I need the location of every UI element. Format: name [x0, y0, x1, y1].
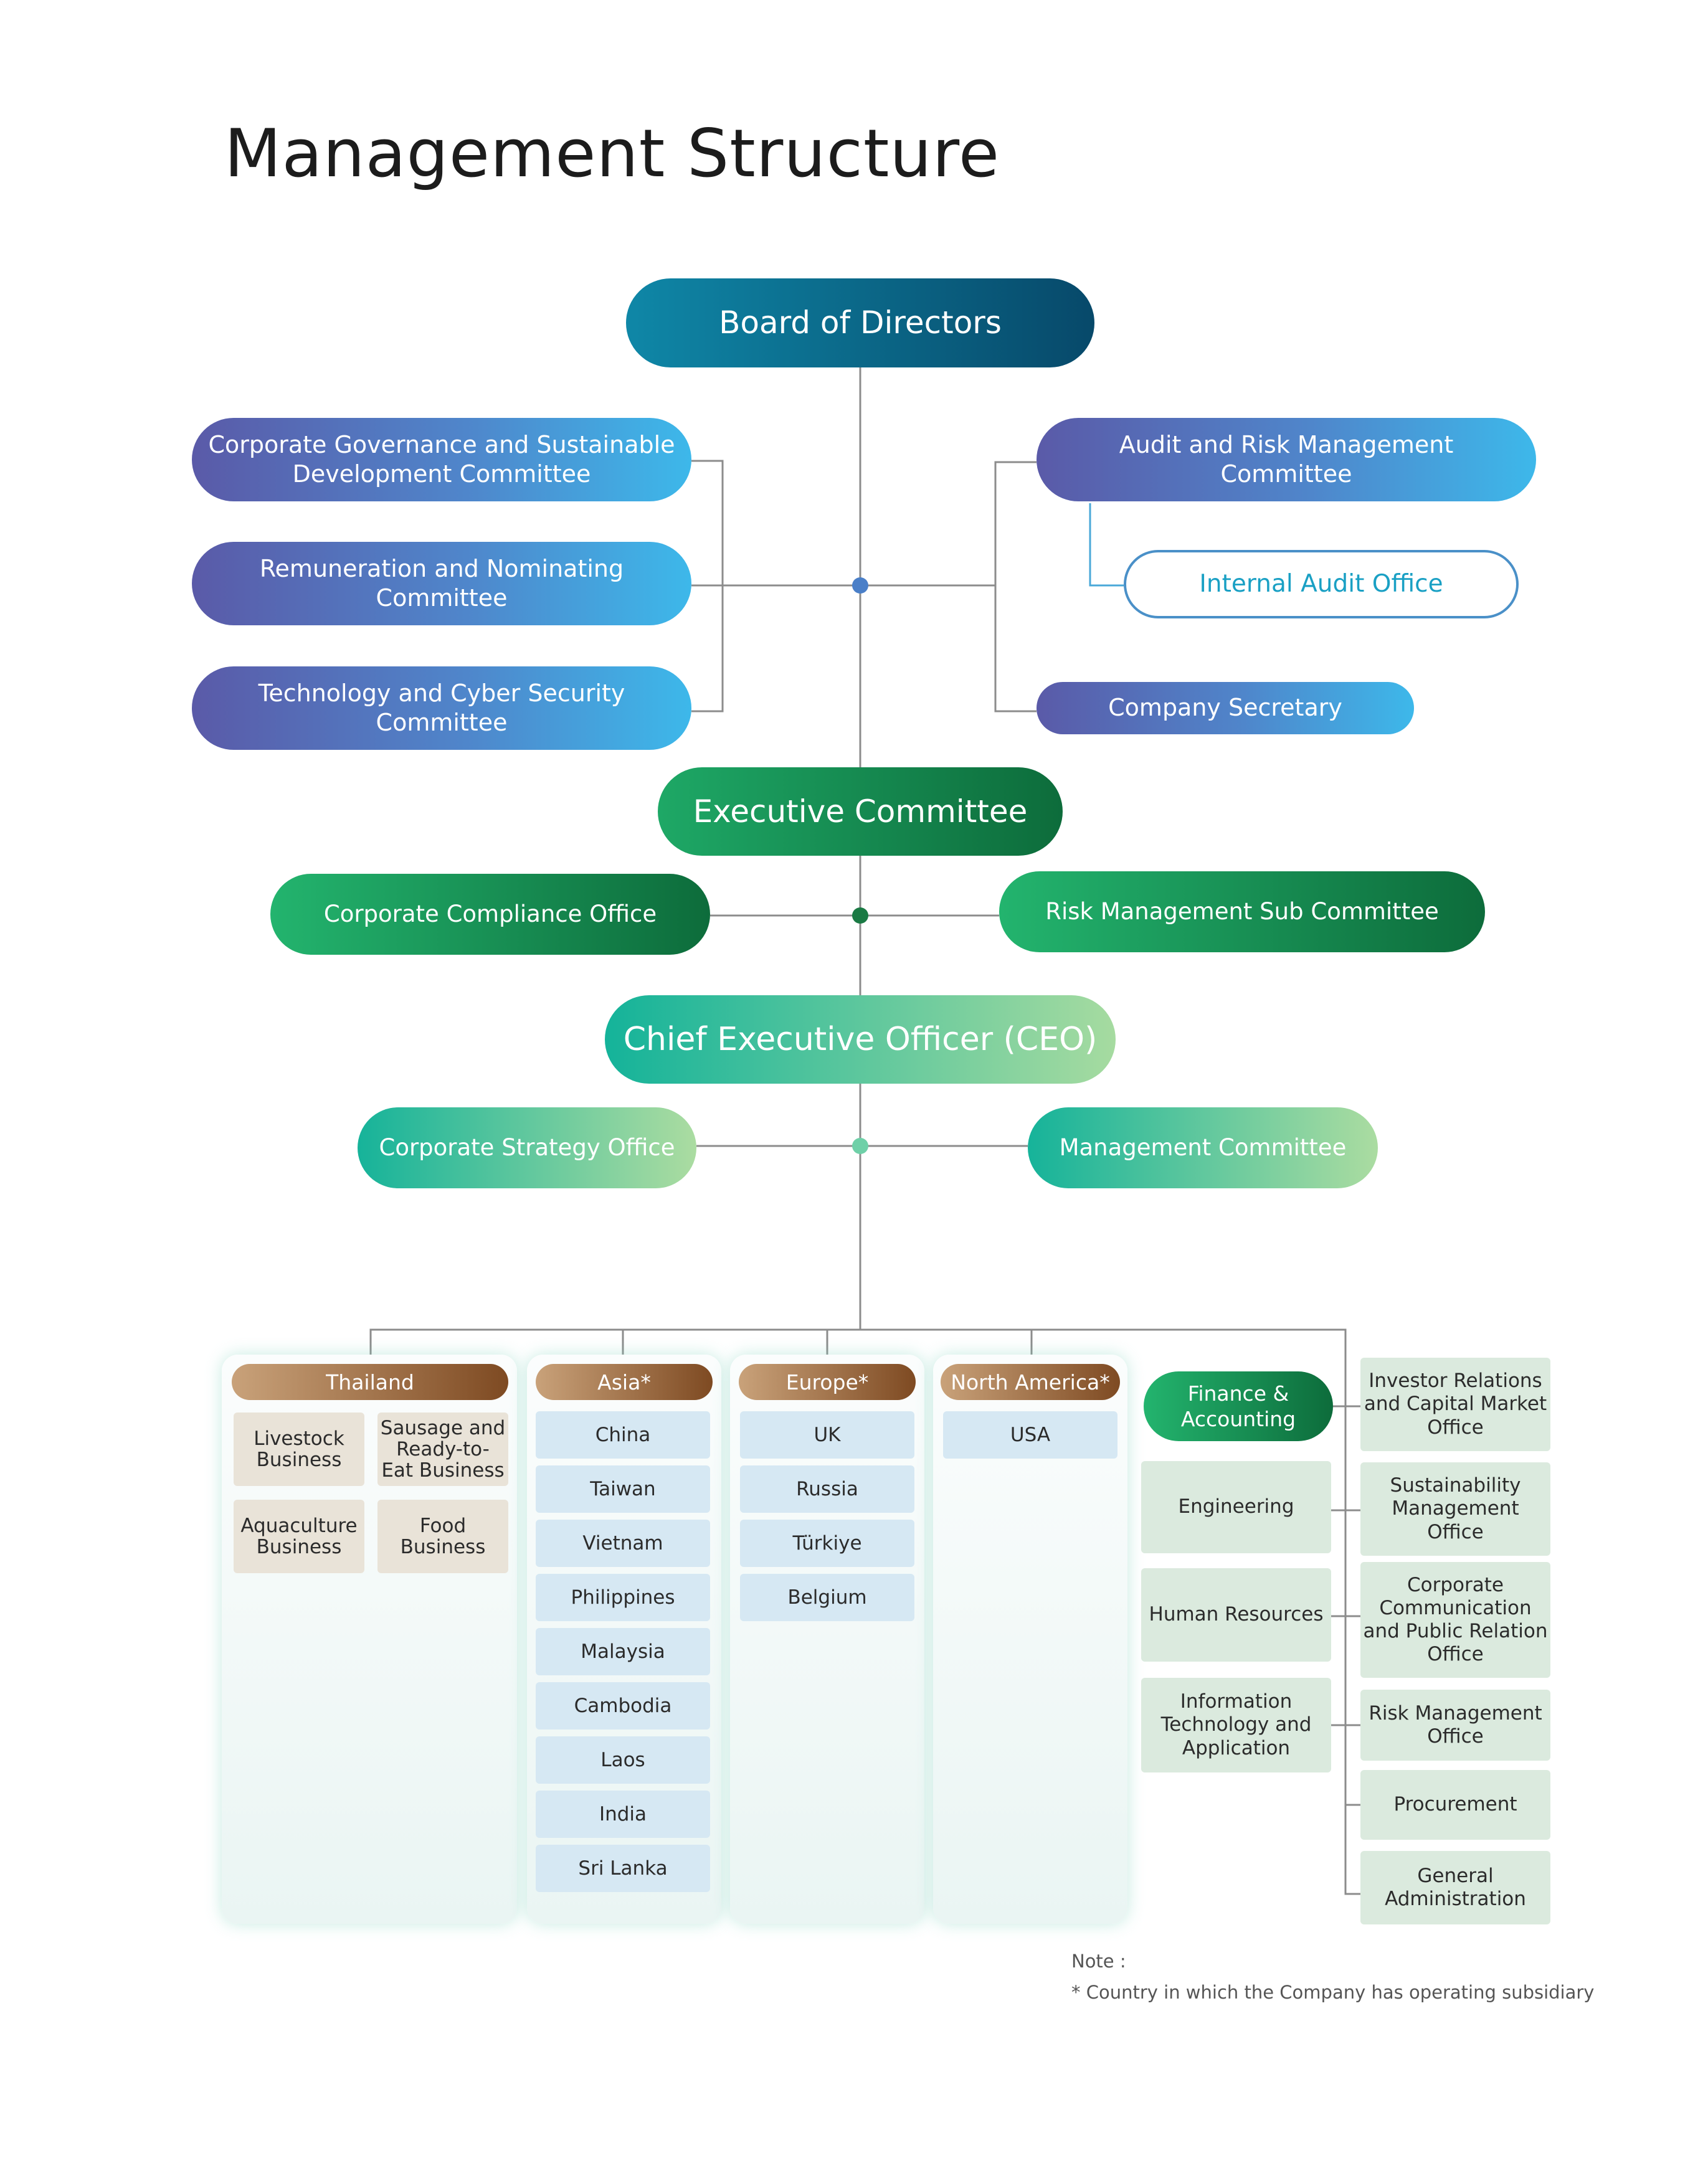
- ceo: Chief Executive Officer (CEO): [605, 995, 1116, 1084]
- junction-dot: [852, 1138, 868, 1154]
- business-cell: Food Business: [377, 1500, 508, 1573]
- risk-management-sub-committee: Risk Management Sub Committee: [999, 871, 1485, 952]
- executive-committee: Executive Committee: [658, 767, 1063, 856]
- office-cell: Corporate Communication and Public Relat…: [1360, 1562, 1550, 1678]
- region-header-thailand: Thailand: [232, 1364, 508, 1400]
- business-cell: Livestock Business: [234, 1413, 364, 1486]
- technology-cyber-security-committee: Technology and Cyber Security Committee: [192, 666, 691, 750]
- page-title: Management Structure: [224, 115, 1000, 192]
- internal-audit-office: Internal Audit Office: [1124, 550, 1519, 618]
- management-committee: Management Committee: [1028, 1107, 1378, 1188]
- country-cell: UK: [740, 1411, 914, 1459]
- office-cell: Sustainability Management Office: [1360, 1462, 1550, 1556]
- country-cell: Laos: [536, 1736, 710, 1784]
- board-of-directors: Board of Directors: [626, 278, 1094, 367]
- remuneration-nominating-committee: Remuneration and Nominating Committee: [192, 542, 691, 625]
- country-cell: Philippines: [536, 1574, 710, 1621]
- country-cell: Malaysia: [536, 1628, 710, 1675]
- corporate-compliance-office: Corporate Compliance Office: [270, 874, 710, 955]
- function-cell: Information Technology and Application: [1141, 1678, 1331, 1772]
- country-cell: Russia: [740, 1465, 914, 1513]
- region-header-north-america: North America*: [941, 1364, 1120, 1400]
- office-cell: Investor Relations and Capital Market Of…: [1360, 1358, 1550, 1451]
- note-text: * Country in which the Company has opera…: [1071, 1982, 1595, 2003]
- country-cell: Türkiye: [740, 1520, 914, 1567]
- junction-dot: [852, 907, 868, 924]
- corporate-strategy-office: Corporate Strategy Office: [358, 1107, 696, 1188]
- business-cell: Sausage and Ready-to- Eat Business: [377, 1413, 508, 1486]
- junction-dot: [852, 577, 868, 594]
- country-cell: USA: [943, 1411, 1117, 1459]
- country-cell: Sri Lanka: [536, 1845, 710, 1892]
- country-cell: China: [536, 1411, 710, 1459]
- office-cell: Risk Management Office: [1360, 1690, 1550, 1761]
- finance-accounting: Finance & Accounting: [1144, 1371, 1333, 1441]
- note-label: Note :: [1071, 1951, 1126, 1972]
- office-cell: Procurement: [1360, 1770, 1550, 1840]
- country-cell: Taiwan: [536, 1465, 710, 1513]
- country-cell: Cambodia: [536, 1682, 710, 1730]
- company-secretary: Company Secretary: [1037, 682, 1414, 734]
- function-cell: Human Resources: [1141, 1568, 1331, 1662]
- audit-risk-committee: Audit and Risk Management Committee: [1037, 418, 1536, 501]
- country-cell: Belgium: [740, 1574, 914, 1621]
- office-cell: General Administration: [1360, 1851, 1550, 1924]
- corporate-governance-committee: Corporate Governance and Sustainable Dev…: [192, 418, 691, 501]
- business-cell: Aquaculture Business: [234, 1500, 364, 1573]
- function-cell: Engineering: [1141, 1461, 1331, 1553]
- country-cell: India: [536, 1791, 710, 1838]
- country-cell: Vietnam: [536, 1520, 710, 1567]
- region-header-europe: Europe*: [739, 1364, 916, 1400]
- region-header-asia: Asia*: [536, 1364, 713, 1400]
